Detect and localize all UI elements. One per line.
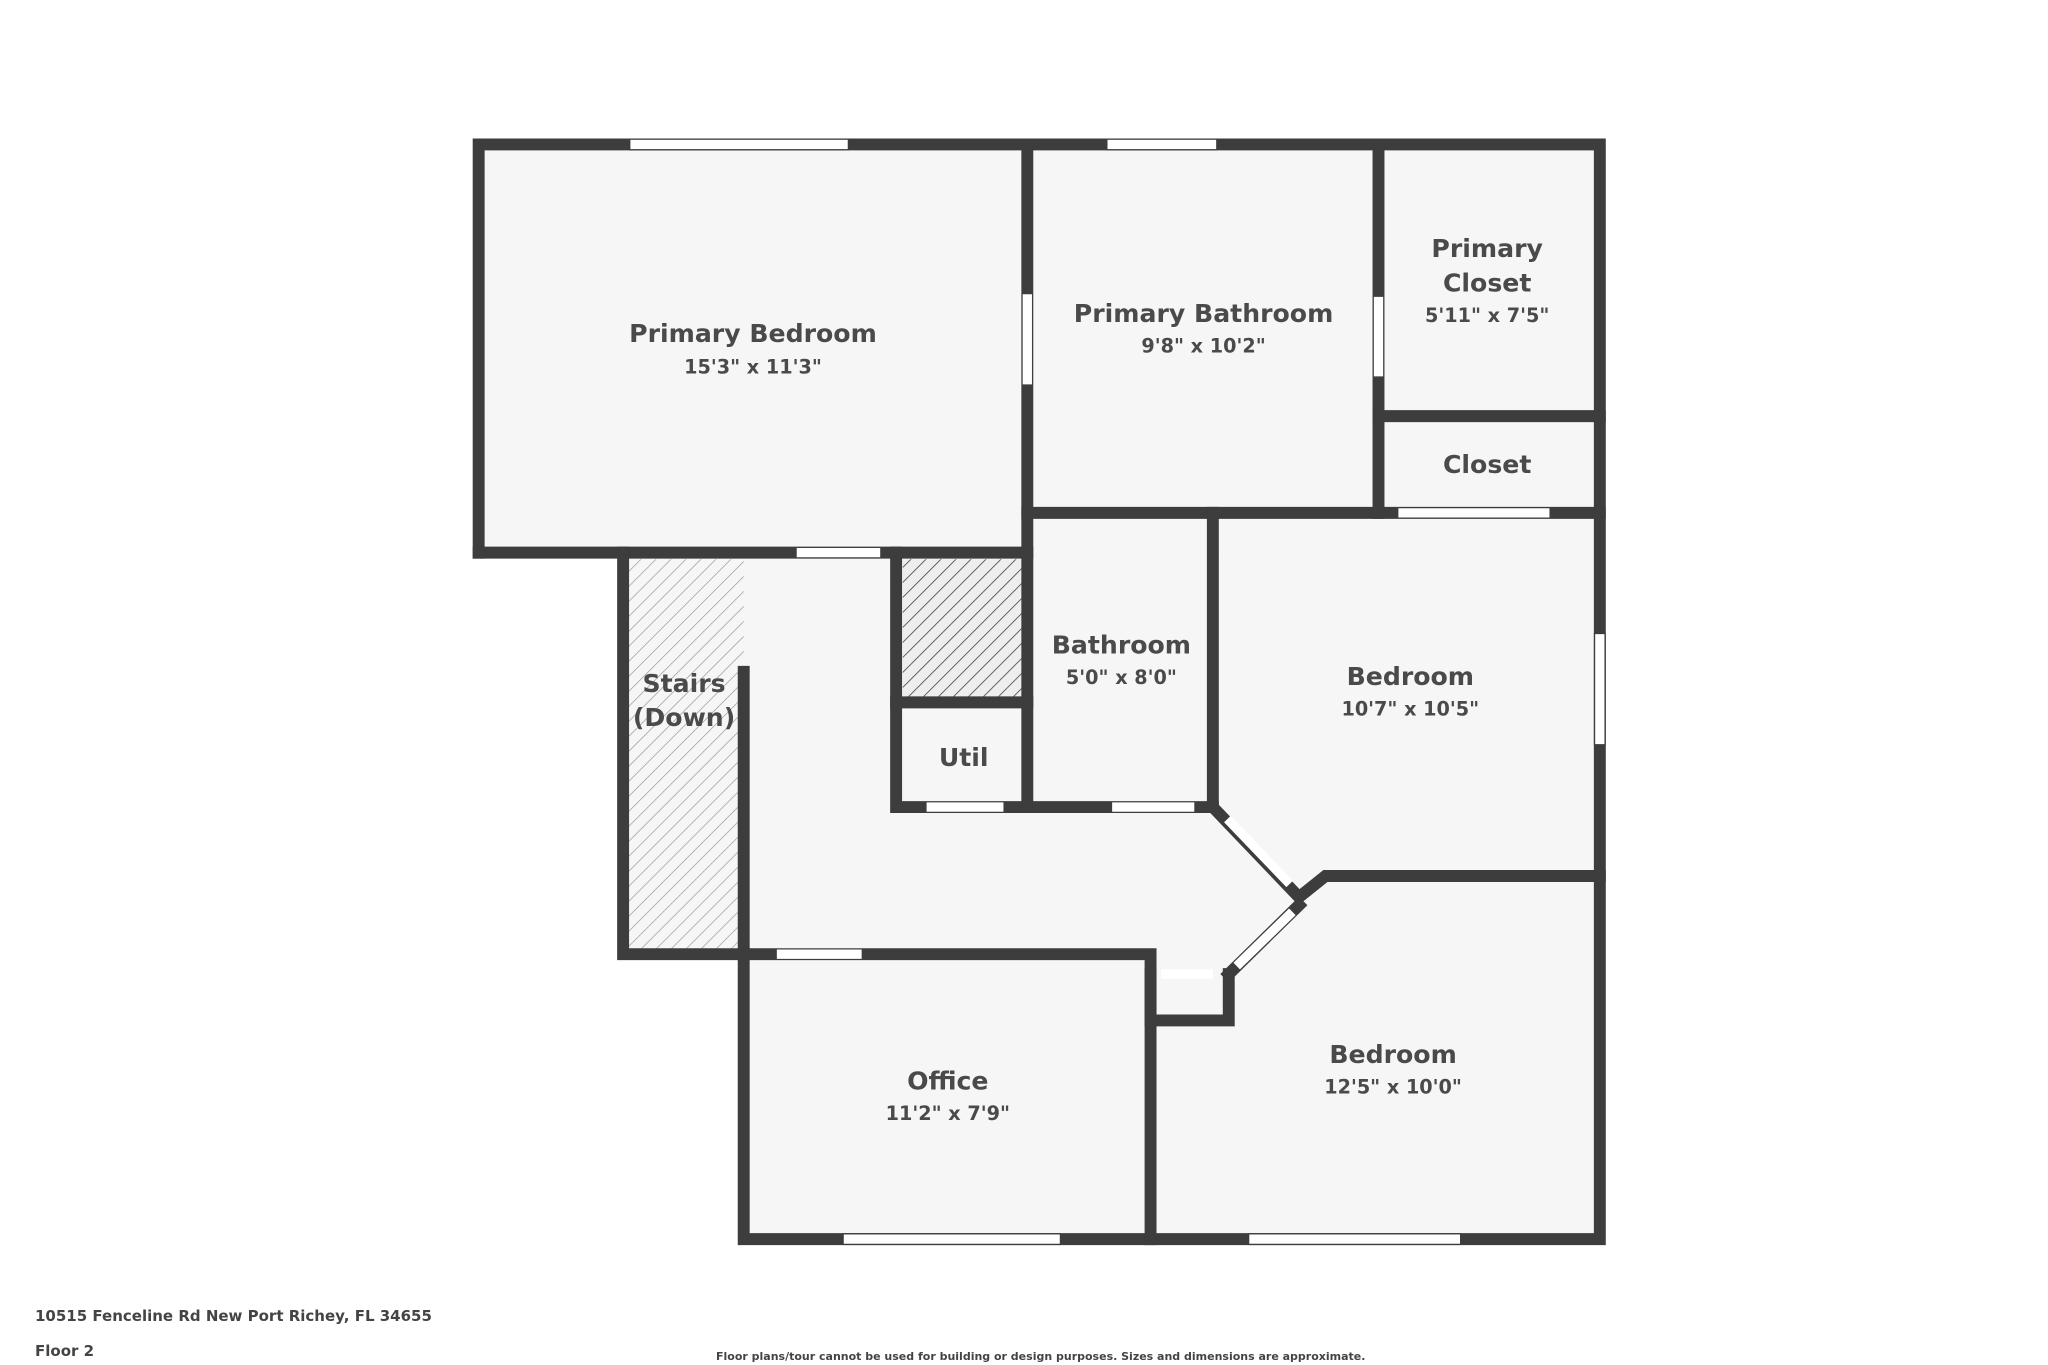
room-name: Office [907,1066,988,1095]
room-dimensions: 10'7" x 10'5" [1341,698,1479,721]
shaft-hatch [902,559,1023,698]
floor-areas [478,144,1600,1240]
floor-label: Floor 2 [35,1342,95,1360]
room-dimensions: 5'11" x 7'5" [1425,304,1549,327]
room-name: Bathroom [1052,630,1191,659]
room-name: Primary Bedroom [629,319,877,348]
windows [629,138,1606,1246]
stairs-hatch [628,559,744,949]
disclaimer: Floor plans/tour cannot be used for buil… [716,1350,1366,1363]
window [1106,138,1218,151]
room-dimensions: 12'5" x 10'0" [1324,1075,1462,1098]
room-dimensions: 11'2" x 7'9" [886,1102,1010,1125]
window [629,138,850,151]
room-name: Primary [1431,234,1542,263]
room-dimensions: 9'8" x 10'2" [1141,335,1265,358]
room-name: Closet [1443,269,1531,298]
room-name: Stairs [643,669,726,698]
room-name: Bedroom [1347,662,1474,691]
window [1593,632,1606,746]
room-name: Bedroom [1329,1040,1456,1069]
room-name: Closet [1443,450,1531,479]
room-name: Primary Bathroom [1074,299,1334,328]
room-labels: Primary Bedroom 15'3" x 11'3" Primary Ba… [629,234,1549,1125]
address: 10515 Fenceline Rd New Port Richey, FL 3… [35,1307,432,1325]
room-dimensions: 15'3" x 11'3" [684,356,822,379]
doors [776,294,1550,979]
window [1247,1233,1462,1246]
window [842,1233,1062,1246]
room-dimensions: 5'0" x 8'0" [1066,666,1177,689]
room-name: Util [939,743,989,772]
room-name: (Down) [633,703,735,732]
